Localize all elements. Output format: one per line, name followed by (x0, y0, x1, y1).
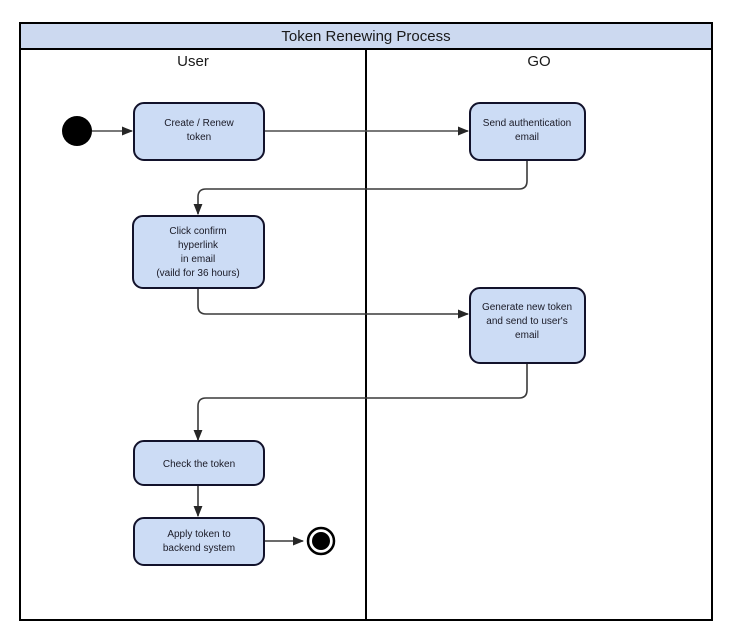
activity-label-line-2: email (515, 132, 539, 143)
activity-box (133, 102, 265, 161)
activity-label-line-2: token (187, 132, 211, 143)
activity-box (469, 102, 586, 161)
activity-label-line-1: Check the token (163, 459, 235, 470)
activity-label-line-1: Create / Renew (164, 118, 234, 129)
activity-label-line-3: email (515, 330, 539, 341)
activity-label-line-1: Generate new token (482, 302, 572, 313)
activity-create-renew-token[interactable]: Create / Renew token (133, 102, 265, 161)
activity-check-the-token[interactable]: Check the token (133, 440, 265, 486)
activity-send-authentication-email[interactable]: Send authentication email (469, 102, 586, 161)
edge-generate-to-check-token (193, 363, 528, 442)
final-node-core (312, 532, 330, 550)
activity-box (132, 215, 265, 289)
activity-box (469, 287, 586, 364)
activity-box (133, 517, 265, 566)
activity-label-line-3: in email (181, 254, 215, 265)
final-node (306, 526, 336, 556)
activity-label-line-1: Send authentication (483, 118, 571, 129)
edge-click-confirm-to-generate (197, 288, 470, 319)
activity-label-line-1: Click confirm (169, 226, 226, 237)
lane-label-user: User (177, 53, 209, 70)
activity-apply-token-backend[interactable]: Apply token to backend system (133, 517, 265, 566)
activity-label-line-2: backend system (163, 543, 235, 554)
activity-label-line-2: hyperlink (178, 240, 219, 251)
activity-generate-new-token[interactable]: Generate new token and send to user's em… (469, 287, 586, 364)
activity-click-confirm-hyperlink[interactable]: Click confirm hyperlink in email (vaild … (132, 215, 265, 289)
final-node-ring (306, 526, 336, 556)
activity-box (133, 440, 265, 486)
diagram-title: Token Renewing Process (281, 28, 450, 45)
lane-label-go: GO (527, 53, 550, 70)
edge-send-email-to-click-confirm (193, 160, 528, 216)
activity-label-line-2: and send to user's (486, 316, 567, 327)
activity-label-line-1: Apply token to (167, 529, 231, 540)
activity-label-line-4: (vaild for 36 hours) (156, 268, 239, 279)
initial-node (62, 116, 92, 146)
